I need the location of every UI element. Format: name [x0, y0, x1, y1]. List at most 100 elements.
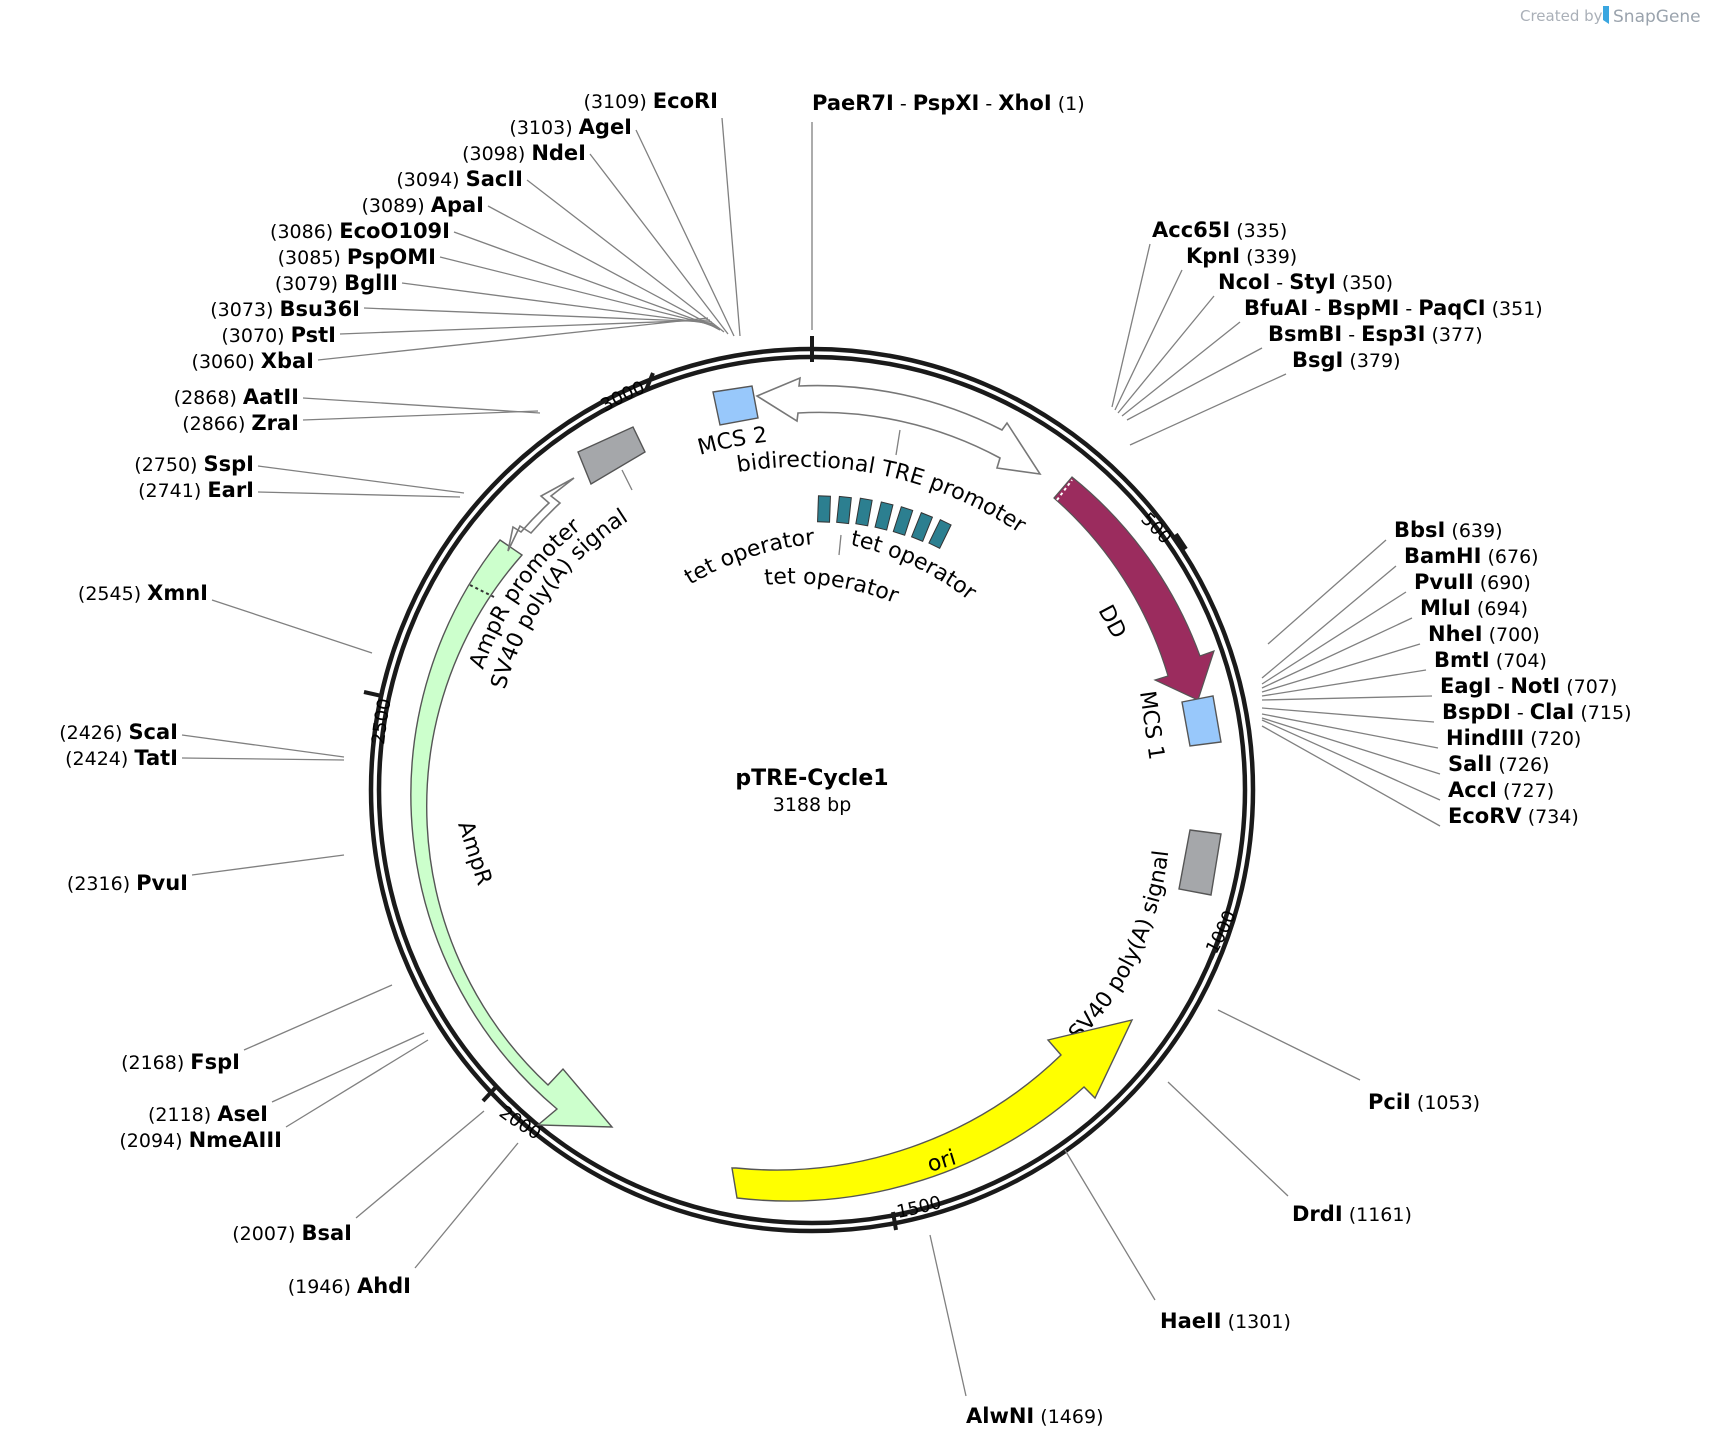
enzyme-label[interactable]: HindIII (720): [1446, 726, 1581, 750]
enzyme-label[interactable]: (3098) NdeI: [462, 141, 586, 165]
enzyme-label[interactable]: KpnI (339): [1186, 244, 1297, 268]
enzyme-site[interactable]: BmtI (704): [1261, 648, 1547, 697]
enzyme-site[interactable]: (3089) ApaI: [361, 193, 721, 331]
ori-arrow[interactable]: [731, 1018, 1134, 1202]
enzyme-site[interactable]: (2168) FspI: [121, 984, 393, 1074]
dd-arrow[interactable]: [1053, 476, 1215, 701]
enzyme-site[interactable]: (3094) SacII: [396, 167, 725, 333]
ampr-promoter-arrow[interactable]: [507, 477, 575, 552]
enzyme-site[interactable]: HaeII (1301): [1064, 1149, 1291, 1333]
enzyme-label[interactable]: (3085) PspOMI: [278, 245, 436, 269]
enzyme-site[interactable]: NcoI - StyI (350): [1117, 270, 1393, 414]
enzyme-site[interactable]: (2316) PvuI: [67, 854, 345, 895]
enzyme-site[interactable]: DrdI (1161): [1167, 1081, 1412, 1226]
enzyme-label[interactable]: (2868) AatII: [174, 385, 299, 409]
enzyme-site[interactable]: BamHI (676): [1261, 544, 1539, 679]
enzyme-site[interactable]: Acc65I (335): [1111, 218, 1287, 408]
enzyme-label[interactable]: (3089) ApaI: [361, 193, 484, 217]
enzyme-site[interactable]: (2007) BsaI: [232, 1110, 485, 1245]
enzyme-site[interactable]: (2426) ScaI: [59, 720, 345, 758]
enzyme-site[interactable]: BbsI (639): [1267, 518, 1503, 645]
enzyme-site[interactable]: EcoRV (734): [1261, 725, 1579, 828]
tet-operator-repeats[interactable]: [817, 495, 952, 549]
enzyme-label[interactable]: (2866) ZraI: [182, 411, 299, 435]
enzyme-label[interactable]: HaeII (1301): [1160, 1309, 1291, 1333]
enzyme-label[interactable]: (2545) XmnI: [78, 581, 208, 605]
enzyme-label[interactable]: PvuII (690): [1414, 570, 1531, 594]
enzyme-label[interactable]: (2316) PvuI: [67, 871, 188, 895]
enzyme-site[interactable]: (3086) EcoO109I: [270, 219, 719, 329]
enzyme-label[interactable]: (3109) EcoRI: [584, 89, 718, 113]
mcs1-box[interactable]: [1181, 695, 1222, 747]
enzyme-label[interactable]: AccI (727): [1448, 778, 1554, 802]
enzyme-site[interactable]: (1946) AhdI: [288, 1142, 519, 1298]
enzyme-site[interactable]: (3073) Bsu36I: [210, 297, 713, 323]
enzyme-label[interactable]: (2426) ScaI: [59, 720, 178, 744]
enzyme-label[interactable]: AlwNI (1469): [966, 1404, 1103, 1428]
enzyme-site[interactable]: (2868) AatII: [174, 385, 541, 414]
mcs2-box[interactable]: [712, 385, 759, 426]
enzyme-label[interactable]: (2424) TatI: [65, 746, 178, 770]
enzyme-label[interactable]: BamHI (676): [1404, 544, 1539, 568]
enzyme-label[interactable]: (3070) PstI: [221, 323, 336, 347]
enzyme-site[interactable]: SalI (726): [1261, 717, 1549, 776]
enzyme-site[interactable]: (3103) AgeI: [509, 115, 735, 337]
enzyme-label[interactable]: (3060) XbaI: [192, 349, 314, 373]
tre-promoter-arrow[interactable]: [755, 376, 1042, 476]
enzyme-site[interactable]: NheI (700): [1261, 622, 1540, 693]
enzyme-site[interactable]: BspDI - ClaI (715): [1261, 700, 1631, 724]
enzyme-site[interactable]: (3060) XbaI: [192, 317, 709, 373]
enzyme-label[interactable]: PaeR7I - PspXI - XhoI (1): [812, 91, 1085, 115]
enzyme-site[interactable]: (3098) NdeI: [462, 141, 729, 335]
ampr-arrow[interactable]: [410, 539, 614, 1128]
enzyme-site[interactable]: (2545) XmnI: [78, 581, 373, 654]
enzyme-site[interactable]: (2094) NmeAIII: [119, 1039, 429, 1152]
enzyme-site[interactable]: (2424) TatI: [65, 746, 345, 770]
enzyme-label[interactable]: BspDI - ClaI (715): [1442, 700, 1631, 724]
enzyme-label[interactable]: (3079) BglII: [275, 271, 398, 295]
enzyme-site[interactable]: AccI (727): [1261, 719, 1554, 802]
enzyme-label[interactable]: (3103) AgeI: [509, 115, 632, 139]
enzyme-label[interactable]: (2750) SspI: [134, 452, 254, 476]
enzyme-label[interactable]: BmtI (704): [1434, 648, 1547, 672]
enzyme-site[interactable]: PvuII (690): [1261, 570, 1531, 685]
enzyme-label[interactable]: DrdI (1161): [1292, 1202, 1412, 1226]
enzyme-site[interactable]: PciI (1053): [1217, 1009, 1480, 1114]
enzyme-label[interactable]: EcoRV (734): [1448, 804, 1579, 828]
enzyme-site[interactable]: PaeR7I - PspXI - XhoI (1): [811, 91, 1085, 330]
enzyme-label[interactable]: SalI (726): [1448, 752, 1549, 776]
enzyme-label[interactable]: NheI (700): [1428, 622, 1540, 646]
enzyme-label[interactable]: (3073) Bsu36I: [210, 297, 360, 321]
enzyme-site[interactable]: BfuAI - BspMI - PaqCI (351): [1121, 296, 1543, 417]
enzyme-site[interactable]: (3079) BglII: [275, 271, 715, 325]
enzyme-site[interactable]: (3070) PstI: [221, 319, 711, 347]
enzyme-site[interactable]: (2750) SspI: [134, 452, 465, 494]
enzyme-label[interactable]: NcoI - StyI (350): [1218, 270, 1393, 294]
enzyme-site[interactable]: HindIII (720): [1261, 713, 1581, 750]
enzyme-label[interactable]: Acc65I (335): [1152, 218, 1287, 242]
enzyme-label[interactable]: BfuAI - BspMI - PaqCI (351): [1244, 296, 1543, 320]
enzyme-site[interactable]: (2866) ZraI: [182, 410, 539, 435]
sv40-polya-box-left[interactable]: [577, 426, 646, 486]
enzyme-label[interactable]: (3094) SacII: [396, 167, 523, 191]
enzyme-label[interactable]: (1946) AhdI: [288, 1274, 411, 1298]
enzyme-site[interactable]: (3109) EcoRI: [584, 89, 741, 337]
enzyme-label[interactable]: EagI - NotI (707): [1440, 674, 1617, 698]
enzyme-label[interactable]: BsgI (379): [1292, 348, 1401, 372]
enzyme-label[interactable]: (2741) EarI: [138, 478, 254, 502]
enzyme-label[interactable]: (3086) EcoO109I: [270, 219, 450, 243]
enzyme-label[interactable]: MluI (694): [1420, 596, 1528, 620]
enzyme-label[interactable]: (2118) AseI: [148, 1102, 268, 1126]
enzyme-site[interactable]: KpnI (339): [1114, 244, 1297, 411]
enzyme-label[interactable]: BsmBI - Esp3I (377): [1268, 322, 1483, 346]
enzyme-site[interactable]: BsmBI - Esp3I (377): [1126, 322, 1483, 421]
enzyme-label[interactable]: (2168) FspI: [121, 1050, 240, 1074]
enzyme-label[interactable]: (2007) BsaI: [232, 1221, 352, 1245]
enzyme-label[interactable]: (2094) NmeAIII: [119, 1128, 282, 1152]
enzyme-label[interactable]: BbsI (639): [1394, 518, 1503, 542]
enzyme-site[interactable]: (2741) EarI: [138, 478, 461, 502]
enzyme-site[interactable]: (3085) PspOMI: [278, 245, 717, 327]
enzyme-site[interactable]: AlwNI (1469): [929, 1234, 1103, 1428]
sv40-polya-box-right[interactable]: [1178, 829, 1222, 896]
enzyme-label[interactable]: PciI (1053): [1368, 1090, 1480, 1114]
